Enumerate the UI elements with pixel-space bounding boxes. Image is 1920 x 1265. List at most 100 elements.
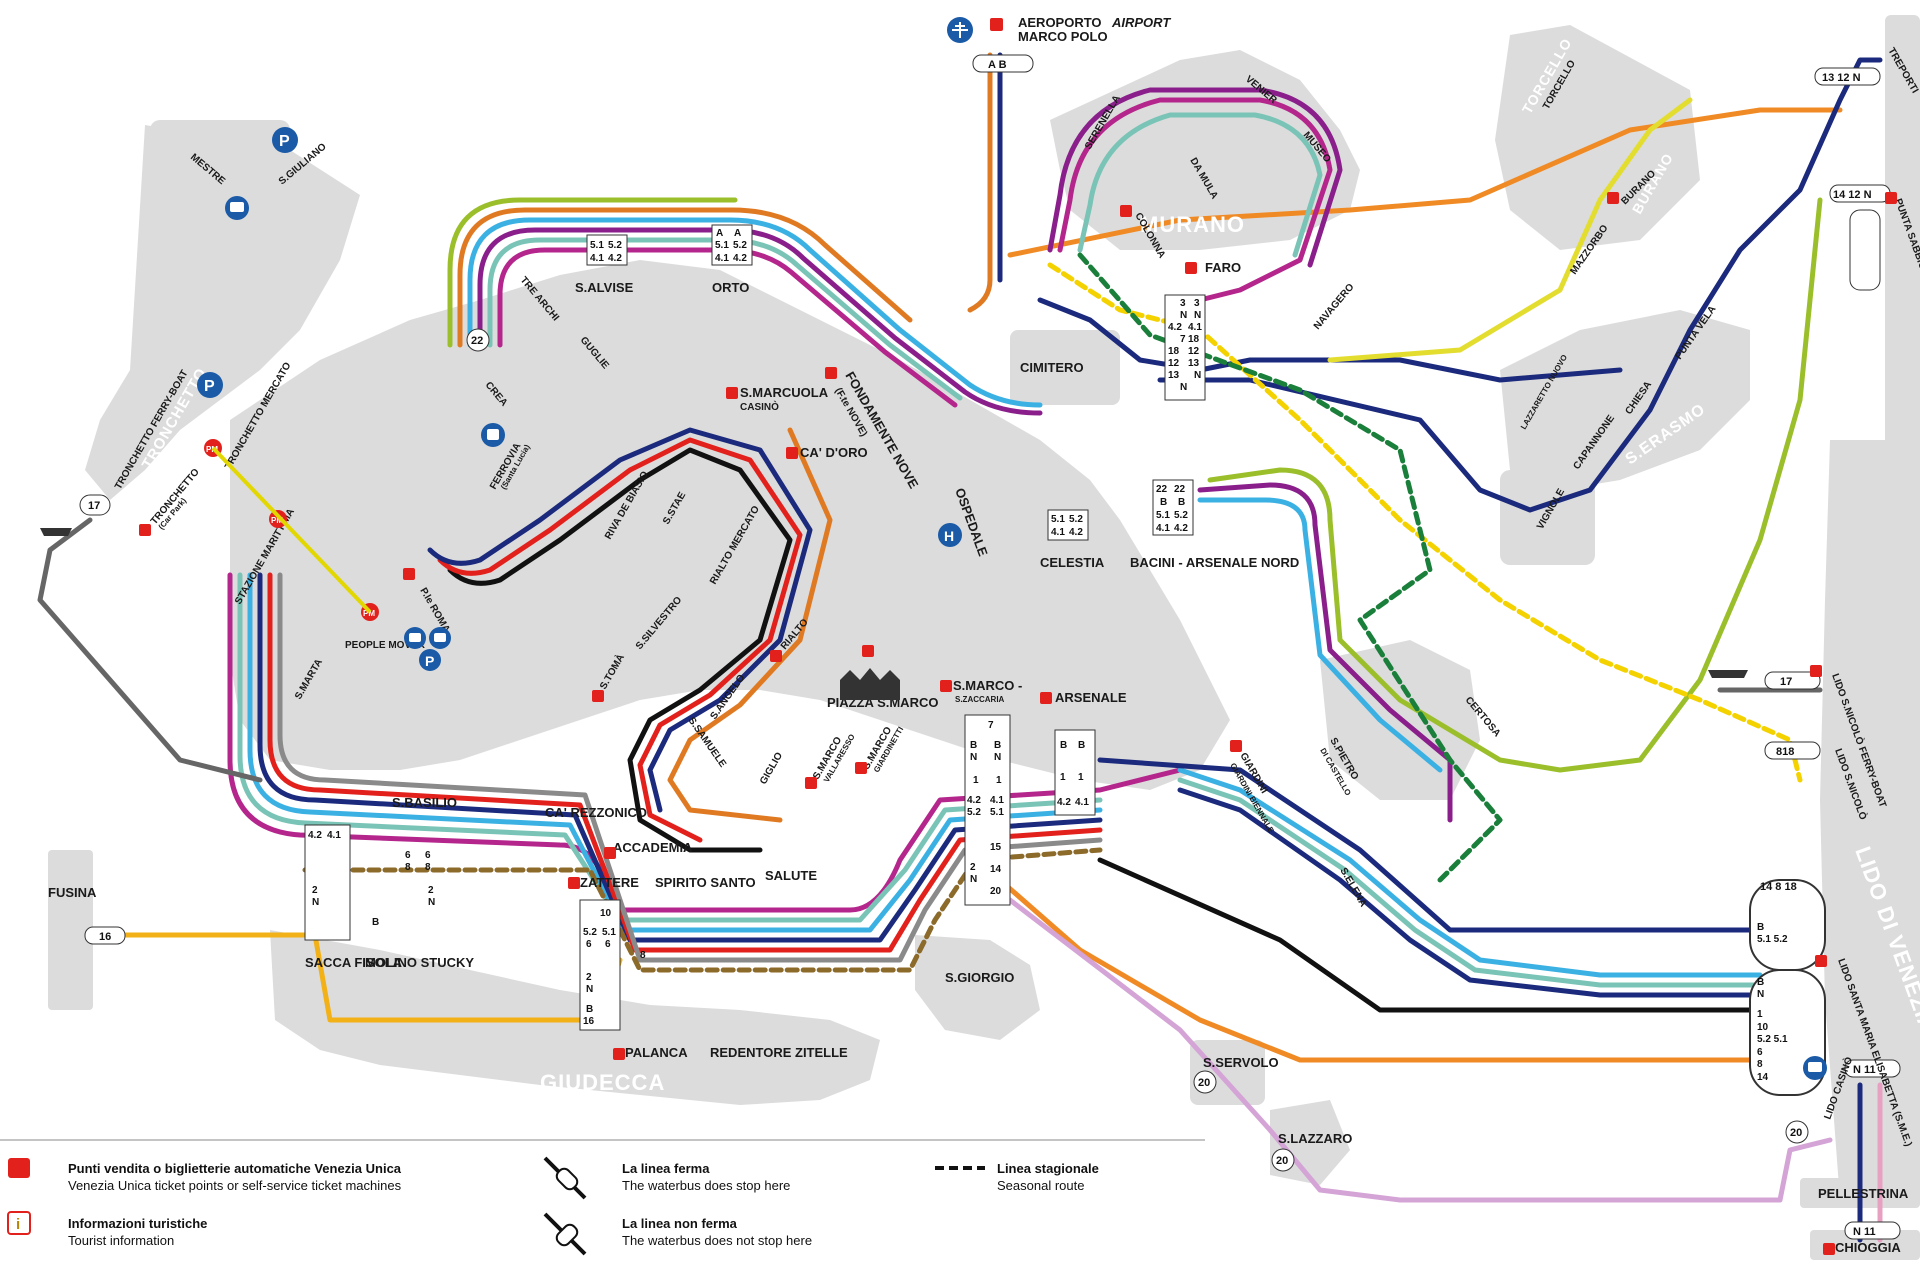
pill-20-casino-text: 20 [1790,1127,1802,1139]
svg-text:4.1: 4.1 [990,795,1004,806]
route-51-murano [1077,112,1323,258]
ticket-icon-cluster [139,18,1897,1255]
svg-text:2: 2 [970,862,976,873]
pill-sabbioni-lines [1849,209,1881,291]
pill-17e-text: 17 [1780,676,1792,688]
people-mover-icon: PM PM PM [204,439,379,621]
stop-ssamuele: S.SAMUELE [686,715,729,769]
svg-text:4.1: 4.1 [1156,523,1170,534]
svg-text:N: N [1180,382,1187,393]
pill-sabbioni-text: 14 12 N [1833,189,1872,201]
stop-navagero: NAVAGERO [1312,282,1357,332]
svg-text:B: B [586,1004,593,1015]
parking-icon: P [272,127,298,153]
svg-text:18: 18 [1168,346,1180,357]
svg-text:2: 2 [428,885,434,896]
svg-text:4.2: 4.2 [967,795,981,806]
svg-text:B: B [1757,922,1764,933]
svg-text:N: N [1180,310,1187,321]
svg-text:B: B [1060,740,1067,751]
svg-text:1: 1 [1078,772,1084,783]
sgiuliano-land [150,120,290,190]
ferry-boat-icon-west [40,528,72,536]
legend-info-icon [7,1211,31,1235]
route-seasonal-yellow [1047,262,1803,783]
airport-plane-icon [947,17,973,43]
pill-16 [84,926,126,945]
pill-20-servolo-text: 20 [1198,1077,1210,1089]
legend-nostop-sub: The waterbus does not stop here [622,1233,813,1248]
pill-n11-lido [1844,1059,1901,1078]
legend-stop-title: La linea ferma [622,1161,710,1176]
svg-text:22: 22 [1156,484,1168,495]
svg-text:6: 6 [405,850,411,861]
stop-redentore: REDENTORE [710,1045,792,1060]
tronchetto-land [85,125,360,500]
stop-ca-rezzonico: CA' REZZONICO [545,805,647,820]
bus-icon-mestre [225,196,249,220]
stop-sacca-fisola: SACCA FISOLA [305,955,403,970]
route-52-north [467,217,1043,408]
sgiorgio-land [915,935,1040,1040]
svg-text:N: N [970,752,977,763]
route-3-murano [1057,97,1333,303]
route-N-giudecca [257,572,1103,943]
stop-celestia: CELESTIA [1040,555,1105,570]
pill-818-text: 818 [1776,746,1794,758]
stop-aeroporto: AEROPORTO [1018,15,1102,30]
svg-text:PM: PM [271,516,283,525]
svg-text:8: 8 [405,862,411,873]
legend-icons: i [7,1156,985,1256]
svg-text:8: 8 [425,862,431,873]
legend-seasonal-title: Linea stagionale [997,1161,1099,1176]
stop-salvise: S.ALVISE [575,280,634,295]
svg-text:H: H [944,528,954,544]
legend-seasonal: Linea stagionale Seasonal route [997,1160,1099,1194]
route-12-burano [1007,107,1843,258]
route-2-canal [437,437,803,843]
route-52-east [1197,497,1443,773]
legend-info-glyph: i [16,1216,20,1233]
legend-stop-sub: The waterbus does stop here [622,1178,791,1193]
svg-text:6: 6 [605,939,611,950]
svg-text:4.2: 4.2 [1174,523,1188,534]
svg-text:5.2: 5.2 [1069,514,1083,525]
svg-text:5.2: 5.2 [608,240,622,251]
svg-text:2: 2 [586,972,592,983]
stop-sservolo: S.SERVOLO [1203,1055,1279,1070]
route-6-giudecca [237,572,1103,923]
svg-text:PM: PM [363,609,375,618]
svg-text:A: A [716,228,723,239]
pill-17e [1764,671,1821,690]
svg-text:4.2: 4.2 [608,253,622,264]
stop-airport: AIRPORT [1111,15,1171,30]
land-masses [48,15,1920,1260]
stop-pellestrina: PELLESTRINA [1818,1186,1909,1201]
svg-text:7: 7 [988,720,994,731]
legend-stop: La linea ferma The waterbus does stop he… [622,1160,790,1194]
svg-text:8: 8 [640,950,646,961]
stop-accademia: ACCADEMIA [613,840,693,855]
route-2-giudecca [267,572,1103,953]
stop-spirito-santo: SPIRITO SANTO [655,875,756,890]
svg-text:6: 6 [586,939,592,950]
svg-text:B: B [1078,740,1085,751]
svg-text:4.1: 4.1 [1188,322,1202,333]
svg-text:12: 12 [1168,358,1180,369]
svg-text:14: 14 [1757,1072,1769,1083]
svg-text:4.1: 4.1 [1075,797,1089,808]
route-8-giudecca [277,572,1103,963]
route-1-canal [447,447,793,853]
svg-text:22: 22 [1174,484,1186,495]
svg-text:10: 10 [600,908,612,919]
svg-text:13: 13 [1168,370,1180,381]
pill-20-lazzaro-text: 20 [1276,1155,1288,1167]
stop-sbasilio: S.BASILIO [392,795,457,810]
svg-text:4.2: 4.2 [1057,797,1071,808]
svg-text:5.1: 5.1 [1051,514,1065,525]
stop-faro: FARO [1205,260,1241,275]
route-lines [37,52,1883,1243]
legend-nostop-icon [543,1212,587,1256]
